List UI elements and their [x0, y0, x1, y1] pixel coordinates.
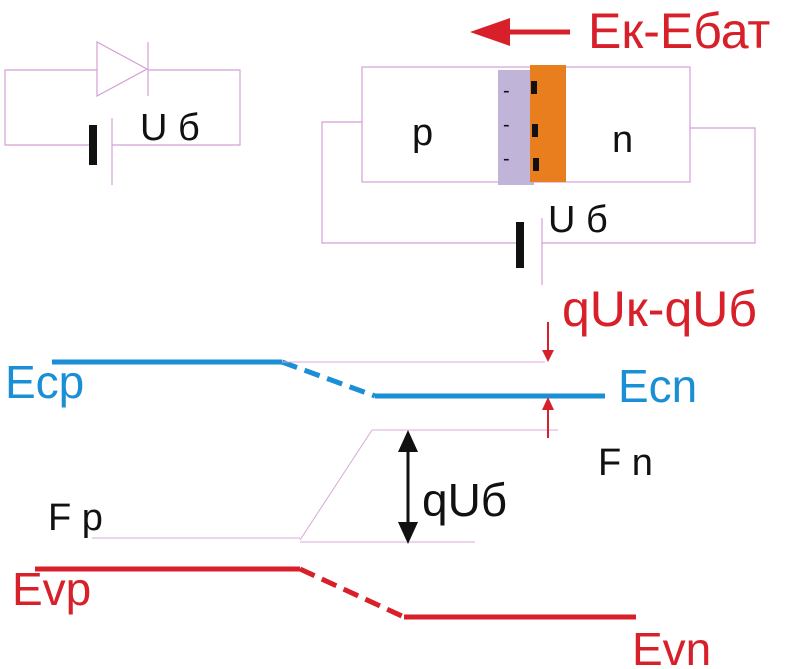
ion-marker: [532, 124, 538, 137]
diode-icon: [96, 40, 149, 98]
field-direction: Ек-Ебат: [470, 3, 770, 59]
field-label: Ек-Ебат: [588, 3, 770, 59]
n-region-label: n: [612, 119, 633, 161]
bias-label: qUб: [422, 474, 507, 526]
minus-sign: -: [503, 80, 510, 102]
conduction-band-transition: [281, 359, 376, 399]
minus-sign: -: [503, 148, 510, 170]
minus-sign: -: [503, 114, 510, 136]
ec-n-label: Ecn: [618, 360, 697, 412]
junction-voltage-label: U б: [548, 199, 608, 241]
battery-icon: [89, 118, 113, 185]
ion-marker: [531, 81, 537, 94]
band-diagram: Ecp Ecn Evp Evn F p F n qUк-qUб qUб: [5, 281, 757, 669]
p-region-label: p: [412, 112, 433, 154]
up-arrow-icon: [398, 430, 418, 452]
left-arrow-icon: [470, 18, 510, 46]
ec-p-label: Ecp: [5, 356, 84, 408]
down-arrow-icon: [542, 350, 554, 362]
ev-p-label: Evp: [12, 563, 91, 615]
barrier-arrows: [542, 322, 554, 438]
valence-band-transition: [298, 566, 406, 620]
ion-marker: [533, 158, 539, 171]
fermi-level-transition: [299, 429, 373, 541]
fermi-p-label: F p: [48, 497, 103, 539]
diode-circuit: U б: [4, 40, 241, 185]
down-arrow-icon: [398, 522, 418, 544]
barrier-label: qUк-qUб: [562, 281, 757, 337]
ev-n-label: Evn: [632, 623, 711, 669]
up-arrow-icon: [542, 397, 554, 410]
fermi-n-label: F n: [598, 442, 653, 484]
bias-double-arrow: [398, 430, 418, 544]
left-voltage-label: U б: [140, 107, 200, 149]
depletion-p-side: [498, 70, 534, 185]
pn-junction: - - - p n: [361, 65, 691, 185]
junction-circuit: U б: [321, 121, 756, 285]
battery-icon: [516, 218, 543, 285]
